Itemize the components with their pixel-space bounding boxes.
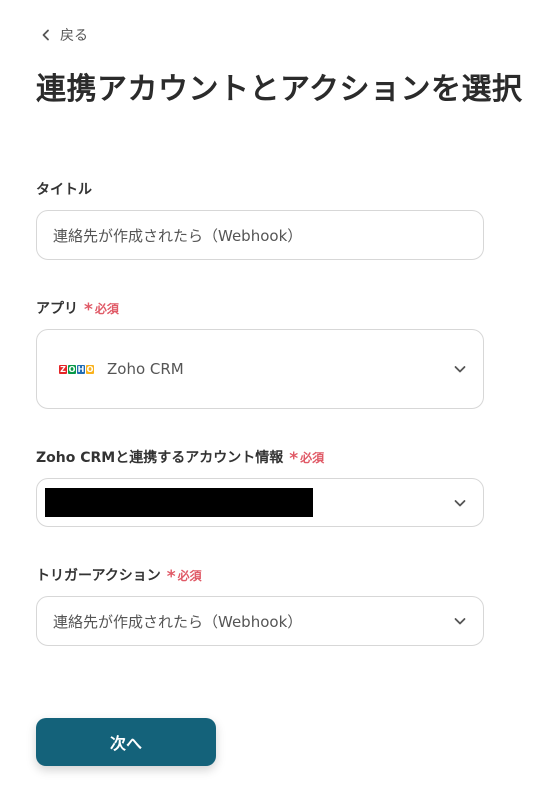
title-input-value: 連絡先が作成されたら（Webhook） [53, 226, 303, 245]
app-label-text: アプリ [36, 301, 78, 317]
zoho-logo-letter: Z [59, 364, 67, 374]
app-field-label: アプリ * 必須 [36, 298, 119, 318]
required-asterisk-icon: * [84, 299, 93, 320]
trigger-select-value: 連絡先が作成されたら（Webhook） [53, 612, 303, 631]
required-asterisk-icon: * [166, 566, 176, 587]
chevron-left-icon [42, 29, 49, 41]
title-field-label: タイトル [36, 179, 92, 199]
page-title: 連携アカウントとアクションを選択 [36, 72, 523, 107]
account-select[interactable] [36, 478, 484, 527]
title-label-text: タイトル [36, 182, 92, 198]
zoho-logo-letter: O [68, 364, 76, 374]
app-select[interactable]: Z O H O Zoho CRM [36, 329, 484, 409]
title-input[interactable]: 連絡先が作成されたら（Webhook） [36, 210, 484, 260]
app-select-value: Zoho CRM [107, 360, 184, 378]
required-badge: * 必須 [84, 299, 119, 320]
account-label-text: Zoho CRMと連携するアカウント情報 [36, 450, 284, 466]
redacted-account-value [45, 488, 313, 517]
account-field-label: Zoho CRMと連携するアカウント情報 * 必須 [36, 447, 324, 467]
required-asterisk-icon: * [289, 448, 299, 469]
chevron-down-icon [454, 499, 466, 506]
trigger-label-text: トリガーアクション [36, 568, 161, 584]
chevron-down-icon [454, 618, 466, 625]
next-button[interactable]: 次へ [36, 718, 216, 766]
back-label: 戻る [60, 28, 88, 44]
zoho-logo-letter: H [77, 364, 85, 374]
zoho-logo-icon: Z O H O [59, 364, 95, 374]
back-link[interactable]: 戻る [40, 25, 88, 45]
required-badge: * 必須 [289, 448, 325, 469]
required-text: 必須 [300, 450, 325, 465]
required-text: 必須 [94, 301, 119, 316]
trigger-field-label: トリガーアクション * 必須 [36, 565, 202, 585]
zoho-logo-letter: O [86, 364, 94, 374]
required-text: 必須 [177, 568, 202, 583]
chevron-down-icon [454, 366, 466, 373]
required-badge: * 必須 [166, 566, 202, 587]
trigger-select[interactable]: 連絡先が作成されたら（Webhook） [36, 596, 484, 646]
